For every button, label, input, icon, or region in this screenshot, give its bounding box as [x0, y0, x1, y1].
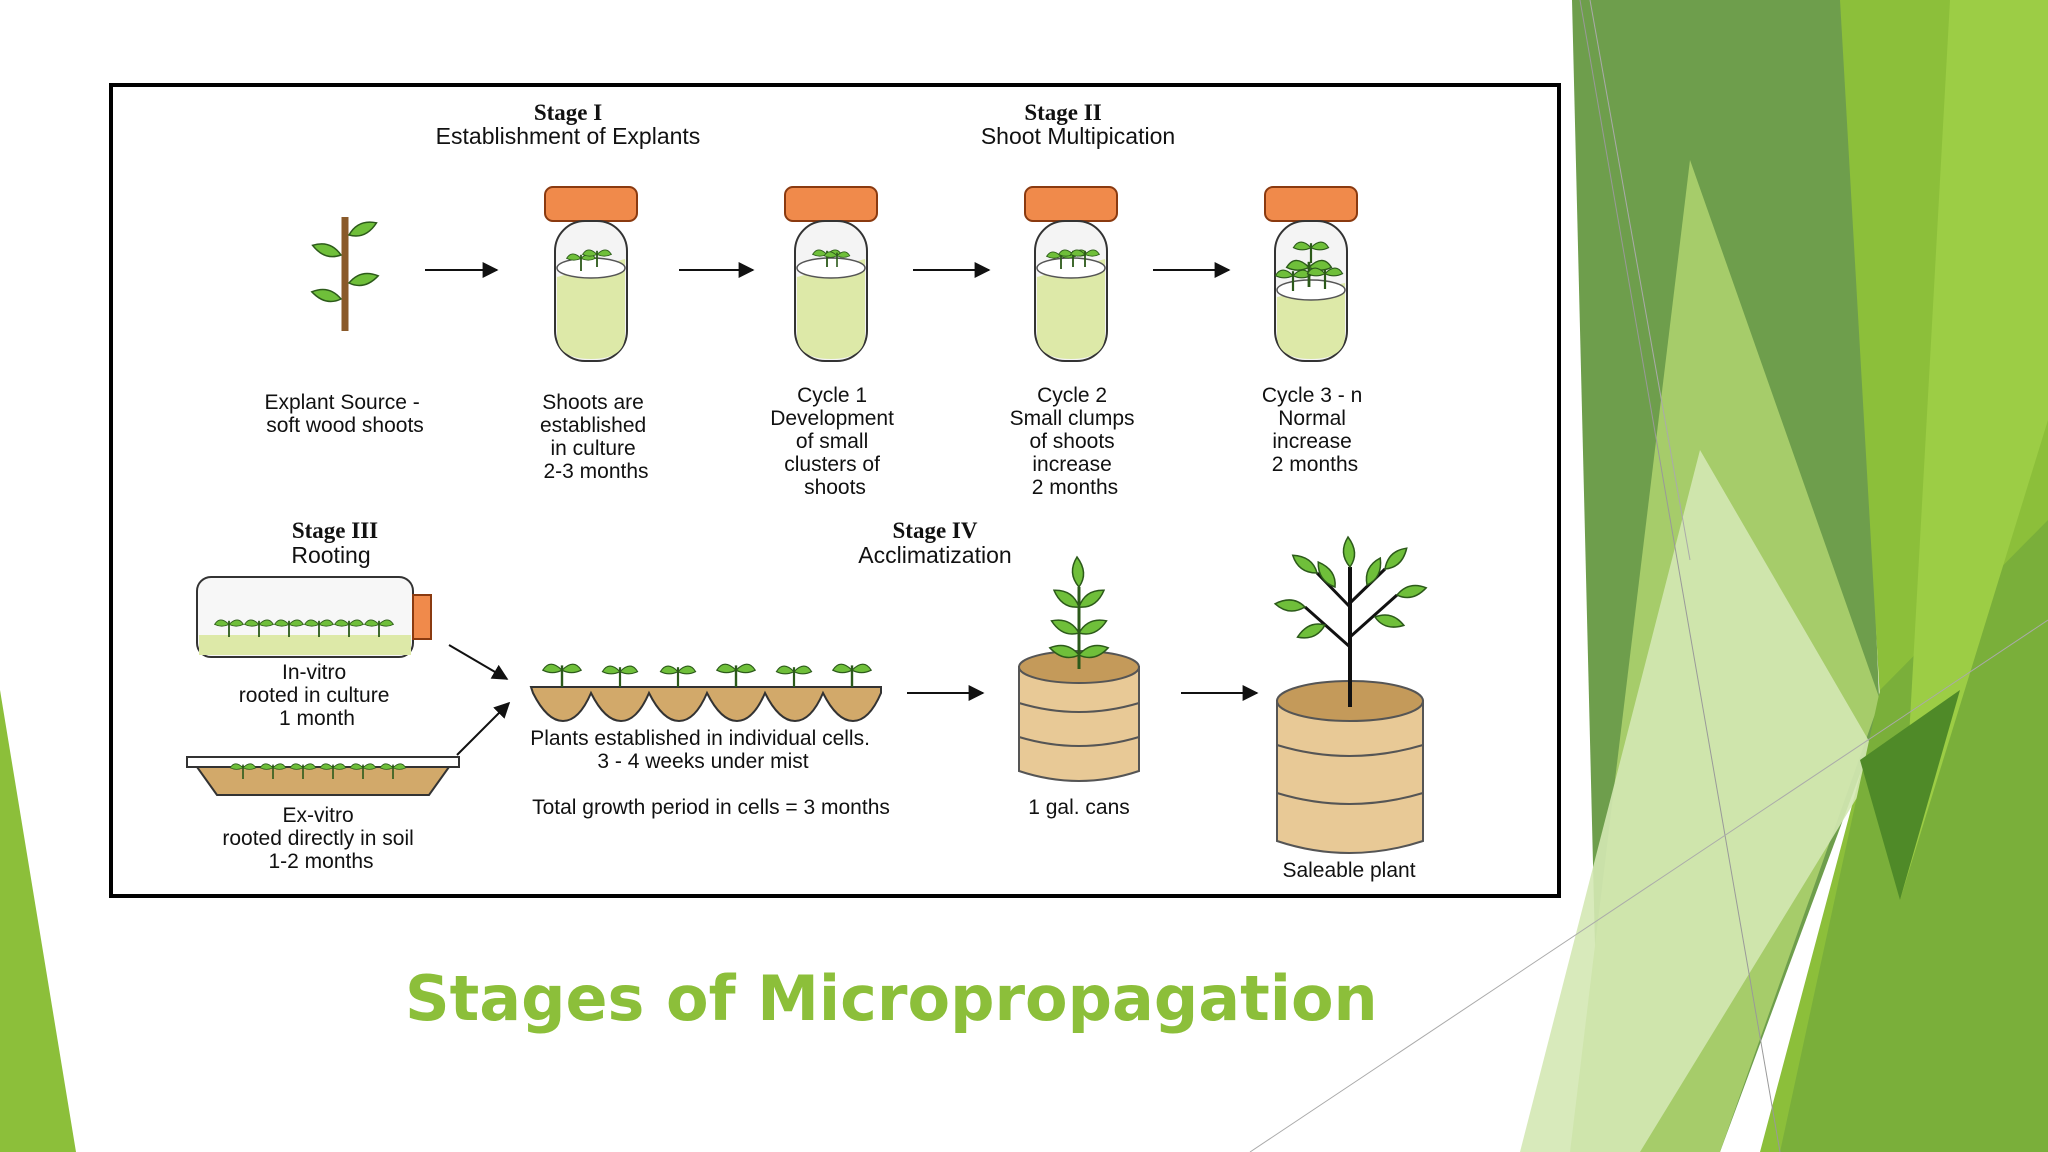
label-cycle-1: Cycle 1 Development of small clusters of…	[770, 384, 900, 499]
diagram-figure: Stage I Establishment of Explants Stage …	[109, 83, 1561, 898]
saleable-plant	[1273, 536, 1429, 854]
culture-tube-stage1	[544, 186, 638, 362]
label-total-growth: Total growth period in cells = 3 months	[532, 796, 890, 819]
exvitro-soil-tray	[186, 756, 460, 796]
gallon-can	[1018, 556, 1140, 782]
right-light-panel	[1520, 450, 1880, 1152]
stage-1-heading: Stage I	[534, 100, 602, 125]
invitro-rooting-jar	[196, 576, 432, 658]
thin-line-3	[1249, 619, 2048, 1152]
stage-4-heading: Stage IV	[893, 518, 978, 543]
slide-title: Stages of Micropropagation	[405, 962, 1378, 1035]
stage-4-subtitle: Acclimatization	[858, 542, 1011, 568]
stage-2-heading: Stage II	[1024, 100, 1101, 125]
right-bright-panel	[1900, 0, 2048, 900]
label-gallon-cans: 1 gal. cans	[1028, 796, 1130, 819]
stage-2-subtitle: Shoot Multipication	[981, 123, 1175, 149]
label-saleable-plant: Saleable plant	[1282, 859, 1415, 882]
right-dark-wedge	[1860, 690, 1960, 900]
explant-twig-icon	[309, 217, 381, 331]
label-cycle-3: Cycle 3 - n Normal increase 2 months	[1262, 384, 1368, 476]
cell-tray	[529, 663, 882, 723]
left-green-strip	[0, 690, 76, 1152]
arrow-invitro-to-cells	[448, 644, 509, 680]
label-cycle-2: Cycle 2 Small clumps of shoots increase …	[1010, 384, 1141, 499]
label-invitro: In-vitro rooted in culture 1 month	[239, 661, 395, 730]
label-shoots-established: Shoots are established in culture 2-3 mo…	[540, 391, 652, 483]
micropropagation-diagram: Stage I Establishment of Explants Stage …	[186, 100, 1429, 882]
stage-3-heading: Stage III	[292, 518, 378, 543]
label-exvitro: Ex-vitro rooted directly in soil 1-2 mon…	[222, 804, 419, 873]
label-explant-source: Explant Source - soft wood shoots	[264, 391, 425, 437]
stage-1-subtitle: Establishment of Explants	[436, 123, 701, 149]
stage-3-subtitle: Rooting	[291, 542, 370, 568]
label-cells: Plants established in individual cells. …	[530, 727, 876, 773]
thin-line-2	[1589, 0, 1691, 561]
culture-tube-cycle2	[1024, 186, 1118, 362]
culture-tube-cycle1	[784, 186, 878, 362]
thin-line-1	[1579, 0, 1781, 1152]
culture-tube-cycle3	[1264, 186, 1358, 362]
arrow-exvitro-to-cells	[456, 701, 511, 756]
